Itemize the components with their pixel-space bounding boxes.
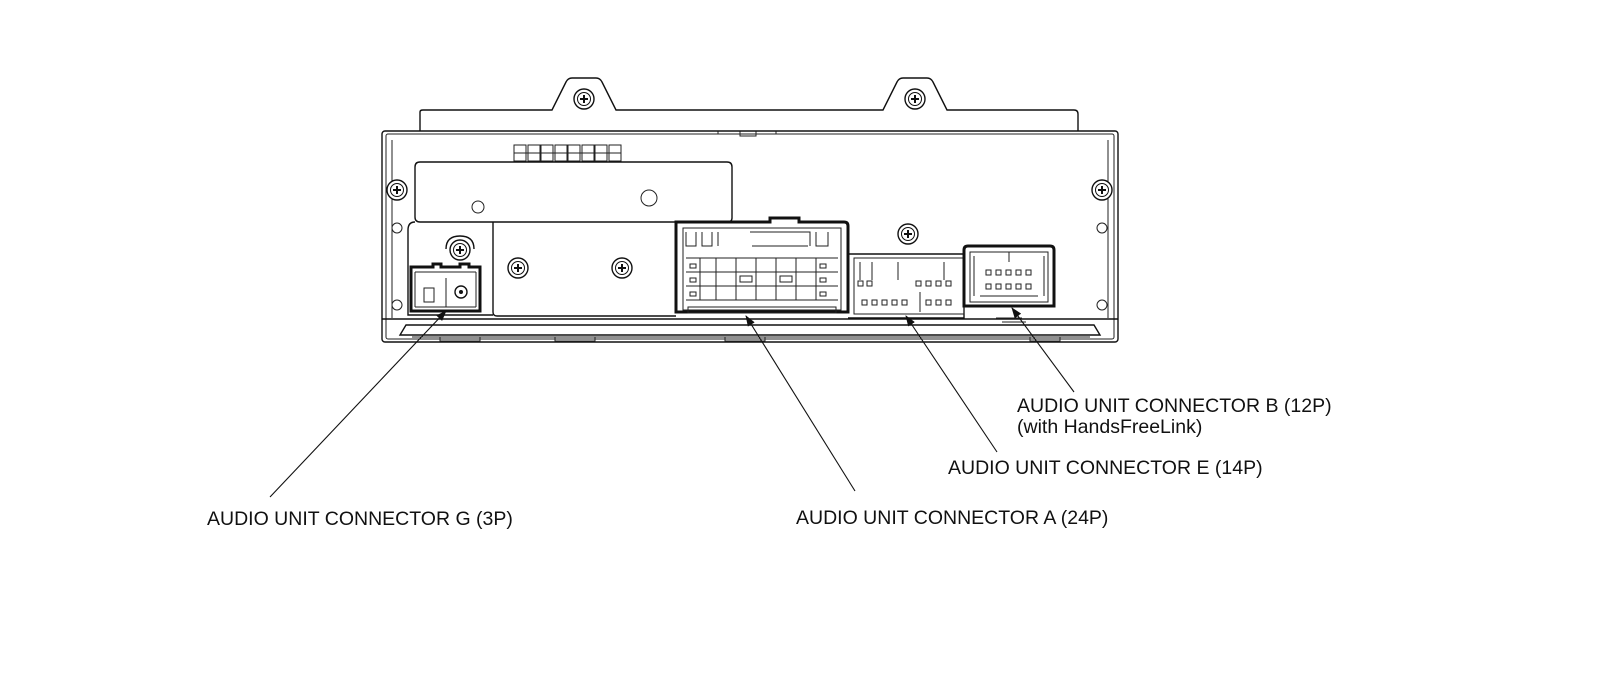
connector-a [674, 216, 850, 314]
leader-line-a [745, 315, 856, 492]
label-connector-e: AUDIO UNIT CONNECTOR E (14P) [948, 457, 1263, 479]
screw-icon [611, 257, 633, 279]
connector-e [848, 253, 965, 319]
vent-slots [513, 144, 622, 162]
mounting-hole [391, 299, 403, 311]
screw-icon [897, 223, 919, 245]
top-mounting-plate [419, 77, 1079, 137]
connector-g [409, 235, 482, 313]
screw-icon [1091, 179, 1113, 201]
label-connector-b: AUDIO UNIT CONNECTOR B (12P) [1017, 395, 1332, 417]
label-connector-g: AUDIO UNIT CONNECTOR G (3P) [207, 508, 513, 530]
screw-icon [449, 239, 471, 261]
mounting-hole [1096, 299, 1108, 311]
connector-b [962, 244, 1056, 323]
leader-line-g [269, 310, 447, 498]
upper-left-panel [414, 161, 733, 223]
screw-icon [904, 88, 926, 110]
screw-icon [507, 257, 529, 279]
screw-icon [386, 179, 408, 201]
lower-left-panel [407, 221, 676, 317]
leader-line-b [1011, 307, 1075, 393]
mounting-hole [1096, 222, 1108, 234]
label-connector-a: AUDIO UNIT CONNECTOR A (24P) [796, 507, 1109, 529]
label-connector-b-note: (with HandsFreeLink) [1017, 416, 1203, 438]
leader-line-e [905, 315, 998, 453]
screw-icon [573, 88, 595, 110]
mounting-hole [391, 222, 403, 234]
